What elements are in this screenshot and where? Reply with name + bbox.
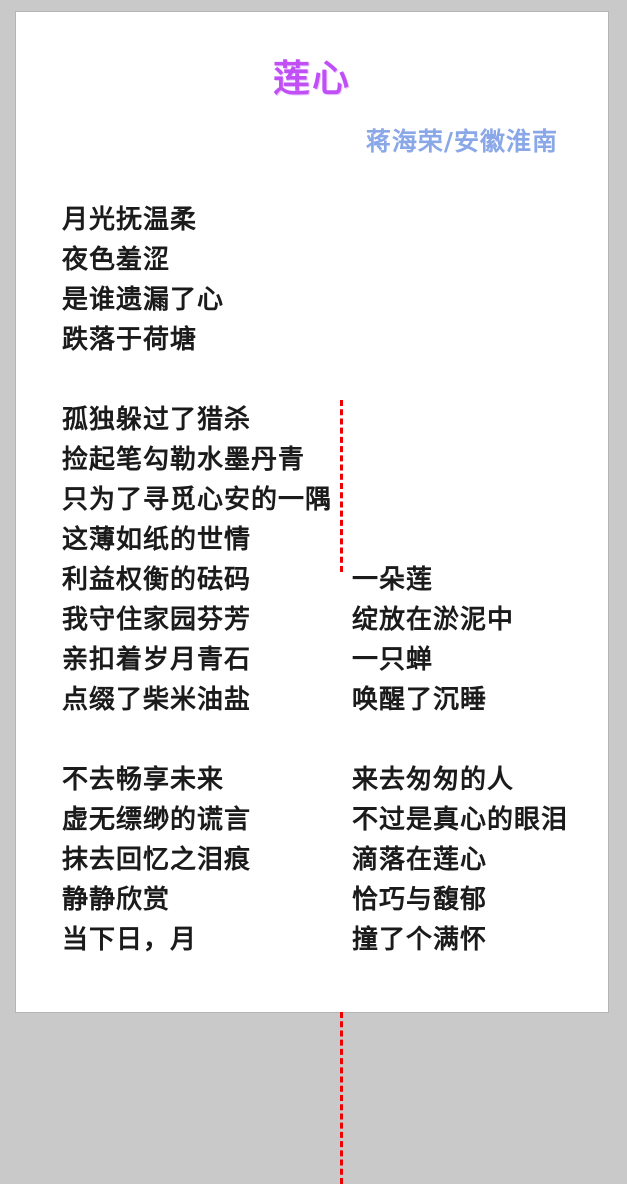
poem-line-left: 利益权衡的砝码 bbox=[62, 565, 252, 595]
poem-line-left: 亲扣着岁月青石 bbox=[62, 645, 252, 675]
poem-line-left: 虚无缥缈的谎言 bbox=[62, 805, 252, 835]
poem-line-pair: 不去畅享未来 来去匆匆的人 bbox=[62, 760, 608, 800]
red-dashed-divider-top bbox=[340, 400, 343, 572]
stanza-3: 不去畅享未来 来去匆匆的人 虚无缥缈的谎言 不过是真心的眼泪 抹去回忆之泪痕 滴… bbox=[62, 760, 608, 1184]
poem-line: 孤独躲过了猎杀 bbox=[62, 405, 252, 435]
poem-line-pair: 利益权衡的砝码 一朵莲 bbox=[62, 560, 608, 600]
poem-line-right: 滴落在莲心 bbox=[352, 845, 488, 875]
poem-line-pair: 当下日，月 撞了个满怀 bbox=[62, 920, 608, 960]
poem-line-right: 不过是真心的眼泪 bbox=[352, 805, 569, 835]
poem-line-pair: 亲扣着岁月青石 一只蝉 bbox=[62, 640, 608, 680]
poem-line-pair: 点缀了柴米油盐 唤醒了沉睡 bbox=[62, 680, 608, 720]
page-title: 莲心 bbox=[273, 57, 351, 100]
poem-line-pair: 静静欣赏 恰巧与馥郁 bbox=[62, 880, 608, 920]
poem-line-left: 我守住家园芬芳 bbox=[62, 605, 252, 635]
poem-line-left: 抹去回忆之泪痕 bbox=[62, 845, 252, 875]
poem-line-pair: 这薄如纸的世情 bbox=[62, 520, 608, 560]
stanza-spacer bbox=[62, 720, 608, 760]
poem-line-pair: 虚无缥缈的谎言 不过是真心的眼泪 bbox=[62, 800, 608, 840]
poem-line-right: 一只蝉 bbox=[352, 645, 434, 675]
poem-line: 捡起笔勾勒水墨丹青 bbox=[62, 445, 306, 475]
stanza-2: 孤独躲过了猎杀 捡起笔勾勒水墨丹青 只为了寻觅心安的一隅 这薄如纸的世情 利益权… bbox=[62, 400, 608, 720]
red-dashed-divider-bottom bbox=[340, 1012, 343, 1184]
poem-line-pair: 抹去回忆之泪痕 滴落在莲心 bbox=[62, 840, 608, 880]
poem-line-left: 这薄如纸的世情 bbox=[62, 525, 252, 555]
poem-line-right: 一朵莲 bbox=[352, 565, 434, 595]
poem-line-right: 来去匆匆的人 bbox=[352, 765, 515, 795]
poem-line-left: 静静欣赏 bbox=[62, 885, 171, 915]
poem-line: 跌落于荷塘 bbox=[62, 325, 198, 355]
poem-line: 是谁遗漏了心 bbox=[62, 285, 225, 315]
poem-line: 只为了寻觅心安的一隅 bbox=[62, 485, 333, 515]
author-byline: 蒋海荣/安徽淮南 bbox=[365, 127, 558, 156]
poem-page: 莲心 蒋海荣/安徽淮南 月光抚温柔 夜色羞涩 是谁遗漏了心 跌落于荷塘 孤独躲过… bbox=[16, 12, 608, 1184]
stanza-1: 月光抚温柔 夜色羞涩 是谁遗漏了心 跌落于荷塘 bbox=[62, 200, 608, 360]
poem-line-pair: 我守住家园芬芳 绽放在淤泥中 bbox=[62, 600, 608, 640]
poem-line-right: 撞了个满怀 bbox=[352, 925, 488, 955]
poem-line-left: 点缀了柴米油盐 bbox=[62, 685, 252, 715]
poem-line: 夜色羞涩 bbox=[62, 245, 171, 275]
poem-body: 月光抚温柔 夜色羞涩 是谁遗漏了心 跌落于荷塘 孤独躲过了猎杀 捡起笔勾勒水墨丹… bbox=[16, 200, 608, 1184]
poem-line-right: 绽放在淤泥中 bbox=[352, 605, 515, 635]
stanza-spacer bbox=[62, 360, 608, 400]
poem-line-right: 恰巧与馥郁 bbox=[352, 885, 488, 915]
poem-line-left: 当下日，月 bbox=[62, 925, 198, 955]
poem-line: 月光抚温柔 bbox=[62, 205, 198, 235]
poem-line-left: 不去畅享未来 bbox=[62, 765, 225, 795]
poem-line-right: 唤醒了沉睡 bbox=[352, 685, 488, 715]
